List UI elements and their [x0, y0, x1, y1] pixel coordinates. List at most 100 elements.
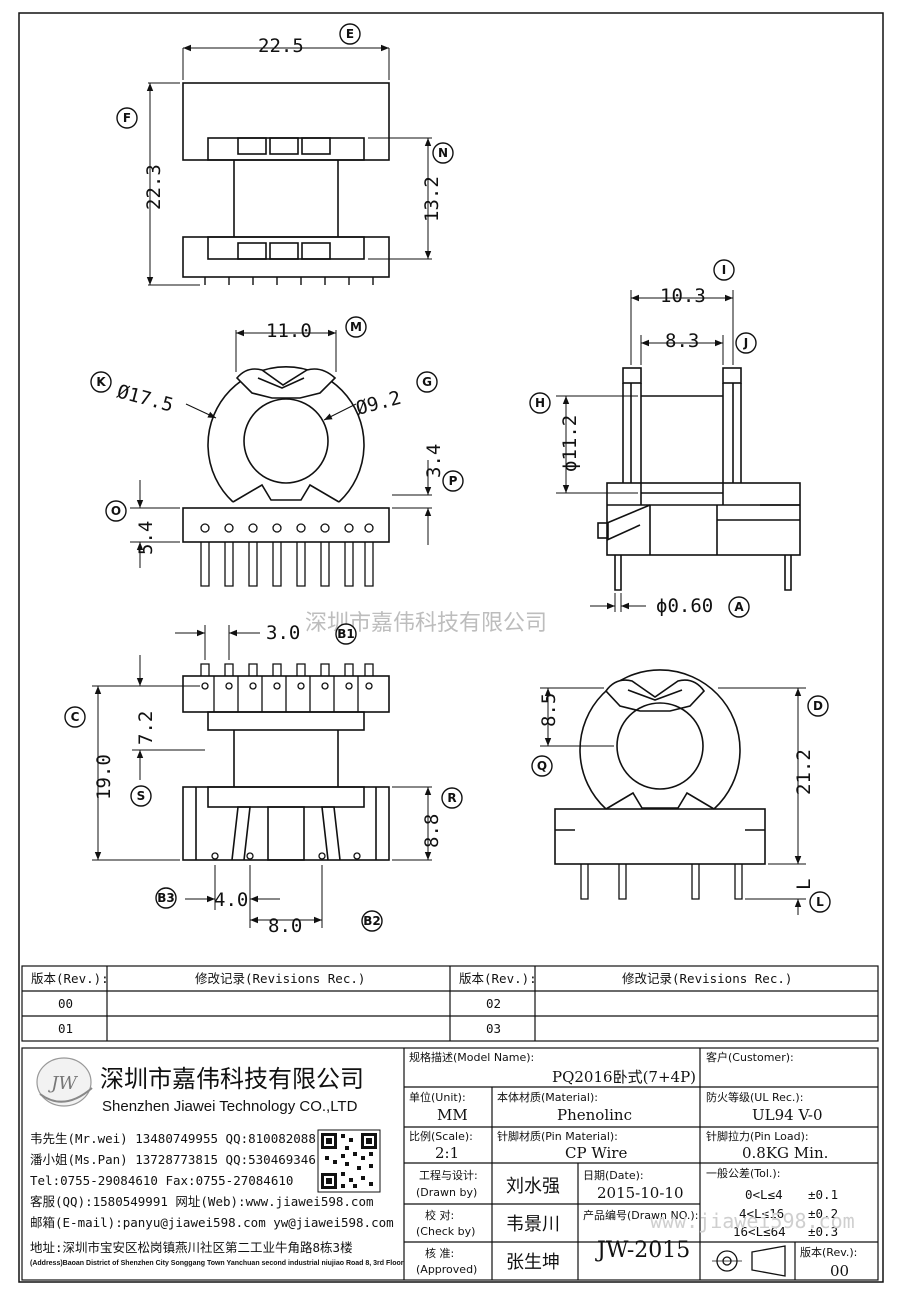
svg-text:B1: B1 [337, 627, 355, 641]
svg-text:R: R [447, 791, 456, 805]
dim-side-pin: ϕ0.60 [656, 595, 713, 617]
callout-H: H [529, 392, 551, 414]
callout-B2: B2 [361, 910, 383, 932]
ul-label: 防火等级(UL Rec.): [706, 1090, 803, 1104]
callout-G: G [416, 371, 438, 393]
drawn-label: 工程与设计: [419, 1169, 478, 1182]
svg-text:E: E [346, 27, 354, 41]
dim-end-outer-dia: Ø17.5 [115, 381, 176, 417]
pin-load-label: 针脚拉力(Pin Load): [706, 1129, 809, 1143]
qr-code [317, 1129, 381, 1193]
check-label-en: (Check by) [416, 1225, 475, 1238]
projection-symbol-icon [712, 1245, 786, 1277]
callout-J: J [735, 332, 757, 354]
company-logo: JW [36, 1057, 93, 1107]
dim-end-inner-dia: Ø9.2 [354, 387, 404, 420]
callout-D: D [807, 695, 829, 717]
contact-line: Tel:0755-29084610 Fax:0755-27084610 [30, 1173, 293, 1188]
check-label: 校 对: [425, 1208, 454, 1222]
pin-load-value: 0.8KG Min. [742, 1144, 828, 1162]
dim-end-width: 11.0 [266, 320, 312, 342]
svg-text:A: A [734, 600, 744, 614]
material-value: Phenolinc [557, 1106, 632, 1124]
approved-value: 张生坤 [506, 1252, 560, 1273]
dim-side-outer: 10.3 [660, 285, 706, 307]
callout-B1: B1 [335, 623, 357, 645]
dim-front-width: 22.5 [258, 35, 304, 57]
dim-bottom-pitch: 3.0 [266, 622, 300, 644]
svg-text:B3: B3 [157, 891, 175, 905]
svg-text:C: C [71, 710, 80, 724]
rec-header-2: 修改记录(Revisions Rec.) [622, 971, 792, 986]
callout-C: C [64, 706, 86, 728]
callout-F: F [116, 107, 138, 129]
drawn-value: 刘水强 [506, 1176, 560, 1197]
svg-text:F: F [123, 111, 131, 125]
callout-A: A [728, 596, 750, 618]
pin-material-value: CP Wire [565, 1144, 627, 1162]
contact-line: 邮箱(E-mail):panyu@jiawei598.com yw@jiawei… [30, 1215, 394, 1230]
svg-text:D: D [813, 699, 823, 713]
material-label: 本体材质(Material): [497, 1090, 598, 1104]
dim-front-inner: 13.2 [421, 176, 443, 222]
svg-text:Q: Q [537, 759, 547, 773]
callout-R: R [441, 787, 463, 809]
callout-S: S [130, 785, 152, 807]
front-view-dims [146, 44, 432, 286]
rev-cell: 00 [58, 996, 73, 1011]
rev-cell: 03 [486, 1021, 501, 1036]
callout-I: I [713, 259, 735, 281]
rec-header-1: 修改记录(Revisions Rec.) [195, 971, 365, 986]
date-value: 2015-10-10 [597, 1184, 683, 1202]
model-value: PQ2016卧式(7+4P) [552, 1068, 696, 1086]
tol-range: 0<L≤4 [745, 1187, 783, 1202]
rev-cell: 02 [486, 996, 501, 1011]
dim-end2-top: 8.5 [538, 693, 560, 727]
callout-K: K [90, 371, 112, 393]
callout-B3: B3 [155, 887, 177, 909]
callout-L: L [809, 891, 831, 913]
svg-text:I: I [722, 263, 726, 277]
end-view-dims [130, 329, 432, 568]
svg-text:S: S [137, 789, 146, 803]
tol-range: 16<L≤64 [733, 1224, 786, 1239]
svg-text:P: P [449, 474, 458, 488]
revision-table [21, 965, 879, 1042]
callout-P: P [442, 470, 464, 492]
drawing-frame [18, 12, 884, 1283]
tol-value: ±0.3 [808, 1224, 838, 1239]
rev-header-1: 版本(Rev.): [31, 971, 109, 986]
ul-value: UL94 V-0 [752, 1106, 823, 1124]
address-en: (Address)Baoan District of Shenzhen City… [30, 1260, 404, 1267]
contact-line: 潘小姐(Ms.Pan) 13728773815 QQ:530469346 [30, 1152, 316, 1167]
rev-label: 版本(Rev.): [800, 1245, 857, 1259]
tol-label: 一般公差(Tol.): [706, 1166, 780, 1180]
svg-text:L: L [816, 895, 824, 909]
drawn-label-en: (Drawn by) [416, 1186, 477, 1199]
unit-value: MM [437, 1106, 468, 1124]
callout-Q: Q [531, 755, 553, 777]
drawn-no-label: 产品编号(Drawn NO.): [583, 1208, 698, 1222]
scale-value: 2:1 [435, 1144, 459, 1162]
svg-text:H: H [535, 396, 545, 410]
dim-side-dia: ϕ11.2 [559, 415, 581, 472]
bottom-view [182, 663, 390, 861]
svg-text:G: G [422, 375, 432, 389]
dim-end2-pin: L [793, 879, 815, 890]
svg-text:M: M [350, 320, 362, 334]
rev-value: 00 [830, 1262, 849, 1280]
title-block [21, 1047, 879, 1281]
svg-text:JW: JW [47, 1073, 78, 1094]
dim-bottom-c2: 8.8 [421, 814, 443, 848]
unit-label: 单位(Unit): [409, 1090, 466, 1104]
approved-label: 核 准: [425, 1246, 454, 1260]
end-view-2 [554, 669, 766, 900]
check-value: 韦景川 [506, 1214, 560, 1235]
front-view [182, 82, 390, 285]
svg-text:N: N [438, 146, 448, 160]
dim-end-h1: 3.4 [423, 444, 445, 478]
dim-front-height: 22.3 [143, 164, 165, 210]
svg-text:B2: B2 [363, 914, 381, 928]
dim-end-h2: 5.4 [135, 521, 157, 555]
tol-range: 4<L≤16 [739, 1206, 784, 1221]
